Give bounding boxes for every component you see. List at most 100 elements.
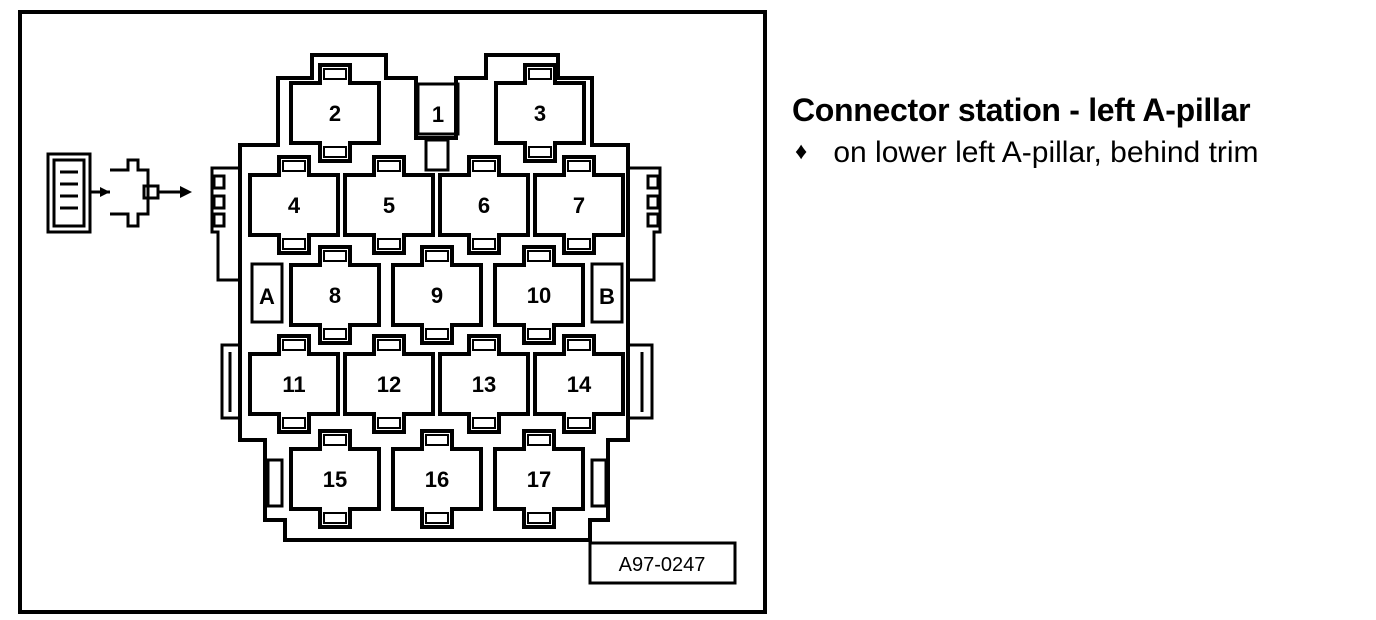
slot-latch <box>425 512 449 524</box>
connector-side-view <box>46 152 182 234</box>
slot-label: 1 <box>432 102 444 127</box>
slot-5: 5 <box>343 155 435 255</box>
slot-14: 14 <box>533 334 625 434</box>
slot-latch <box>377 160 401 172</box>
slot-outline <box>438 155 530 255</box>
slot-12: 12 <box>343 334 435 434</box>
side-slot-b <box>590 262 624 324</box>
slot-13: 13 <box>438 334 530 434</box>
slot-latch <box>377 238 401 250</box>
slot-label: 17 <box>527 467 551 492</box>
slot-outline <box>493 429 585 529</box>
slot-outline <box>248 155 340 255</box>
diamond-bullet-icon: ♦ <box>795 138 808 165</box>
right-side-clip <box>628 166 662 420</box>
slot-label: 9 <box>431 283 443 308</box>
slot-label: 3 <box>534 101 546 126</box>
slot-label: 4 <box>288 193 301 218</box>
slot-latch <box>282 160 306 172</box>
slot-latch <box>282 417 306 429</box>
side-label-b: B <box>599 284 615 309</box>
slot-label: 8 <box>329 283 341 308</box>
slot-latch <box>425 250 449 262</box>
slot-outline <box>493 245 585 345</box>
slot-6: 6 <box>438 155 530 255</box>
slot-latch <box>323 146 347 158</box>
figure-border <box>18 10 767 614</box>
slot-latch <box>323 250 347 262</box>
slot-outline <box>289 429 381 529</box>
slot-outline <box>343 334 435 434</box>
slot-4: 4 <box>248 155 340 255</box>
side-slot-a <box>250 262 284 324</box>
slot-outline <box>289 245 381 345</box>
slot-1: 1 <box>416 82 460 172</box>
slot-8: 8 <box>289 245 381 345</box>
slot-latch <box>282 339 306 351</box>
bottom-right-tab <box>590 458 608 508</box>
slot-label: 14 <box>567 372 592 397</box>
slot-latch <box>377 417 401 429</box>
slot-latch <box>567 160 591 172</box>
slot-label: 6 <box>478 193 490 218</box>
slot-10: 10 <box>493 245 585 345</box>
bullet-text: on lower left A-pillar, behind trim <box>833 136 1259 169</box>
slot-outline <box>438 334 530 434</box>
heading: Connector station - left A-pillar <box>792 92 1251 128</box>
slot-latch <box>567 417 591 429</box>
slot-outline <box>533 155 625 255</box>
bullet-item: ♦ on lower left A-pillar, behind trim <box>795 136 1259 170</box>
slot-15: 15 <box>289 429 381 529</box>
slot-latch <box>528 146 552 158</box>
slot-latch <box>527 328 551 340</box>
slot-latch <box>323 68 347 80</box>
slot-outline <box>533 334 625 434</box>
slot-7: 7 <box>533 155 625 255</box>
slot-11: 11 <box>248 334 340 434</box>
slot-label: 16 <box>425 467 449 492</box>
slot-latch <box>528 68 552 80</box>
slot-outline <box>248 334 340 434</box>
slots-layer: 2 3 4 5 6 7 8 9 10 11 12 13 14 15 16 17 <box>248 63 625 529</box>
slot-latch <box>527 512 551 524</box>
slot-2: 2 <box>289 63 381 163</box>
figure-code: A97-0247 <box>619 554 706 576</box>
slot-label: 7 <box>573 193 585 218</box>
slot-9: 9 <box>391 245 483 345</box>
slot-label: 5 <box>383 193 395 218</box>
figure-code-box <box>588 541 737 585</box>
slot-latch <box>567 238 591 250</box>
slot-label: 12 <box>377 372 401 397</box>
slot-latch <box>323 328 347 340</box>
slot-latch <box>527 250 551 262</box>
slot-latch <box>527 434 551 446</box>
connector-housing <box>238 53 630 542</box>
slot-outline <box>391 429 483 529</box>
slot-17: 17 <box>493 429 585 529</box>
slot-latch <box>377 339 401 351</box>
slot-latch <box>472 238 496 250</box>
slot-latch <box>472 339 496 351</box>
slot-latch <box>425 434 449 446</box>
left-side-clip <box>210 166 240 420</box>
slot-3: 3 <box>494 63 586 163</box>
slot-label: 15 <box>323 467 347 492</box>
slot-outline <box>494 63 586 163</box>
slot-label: 11 <box>282 372 305 397</box>
arrow-head-2 <box>180 186 192 198</box>
slot-latch <box>472 417 496 429</box>
slot-latch <box>567 339 591 351</box>
slot-latch <box>323 434 347 446</box>
slot-label: 2 <box>329 101 341 126</box>
side-label-a: A <box>259 284 275 309</box>
bottom-left-tab <box>266 458 284 508</box>
slot-outline <box>289 63 381 163</box>
slot-latch <box>425 328 449 340</box>
slot-latch <box>472 160 496 172</box>
slot-label: 13 <box>472 372 496 397</box>
slot-outline <box>343 155 435 255</box>
slot-label: 10 <box>527 283 551 308</box>
slot-latch <box>323 512 347 524</box>
slot-outline <box>391 245 483 345</box>
